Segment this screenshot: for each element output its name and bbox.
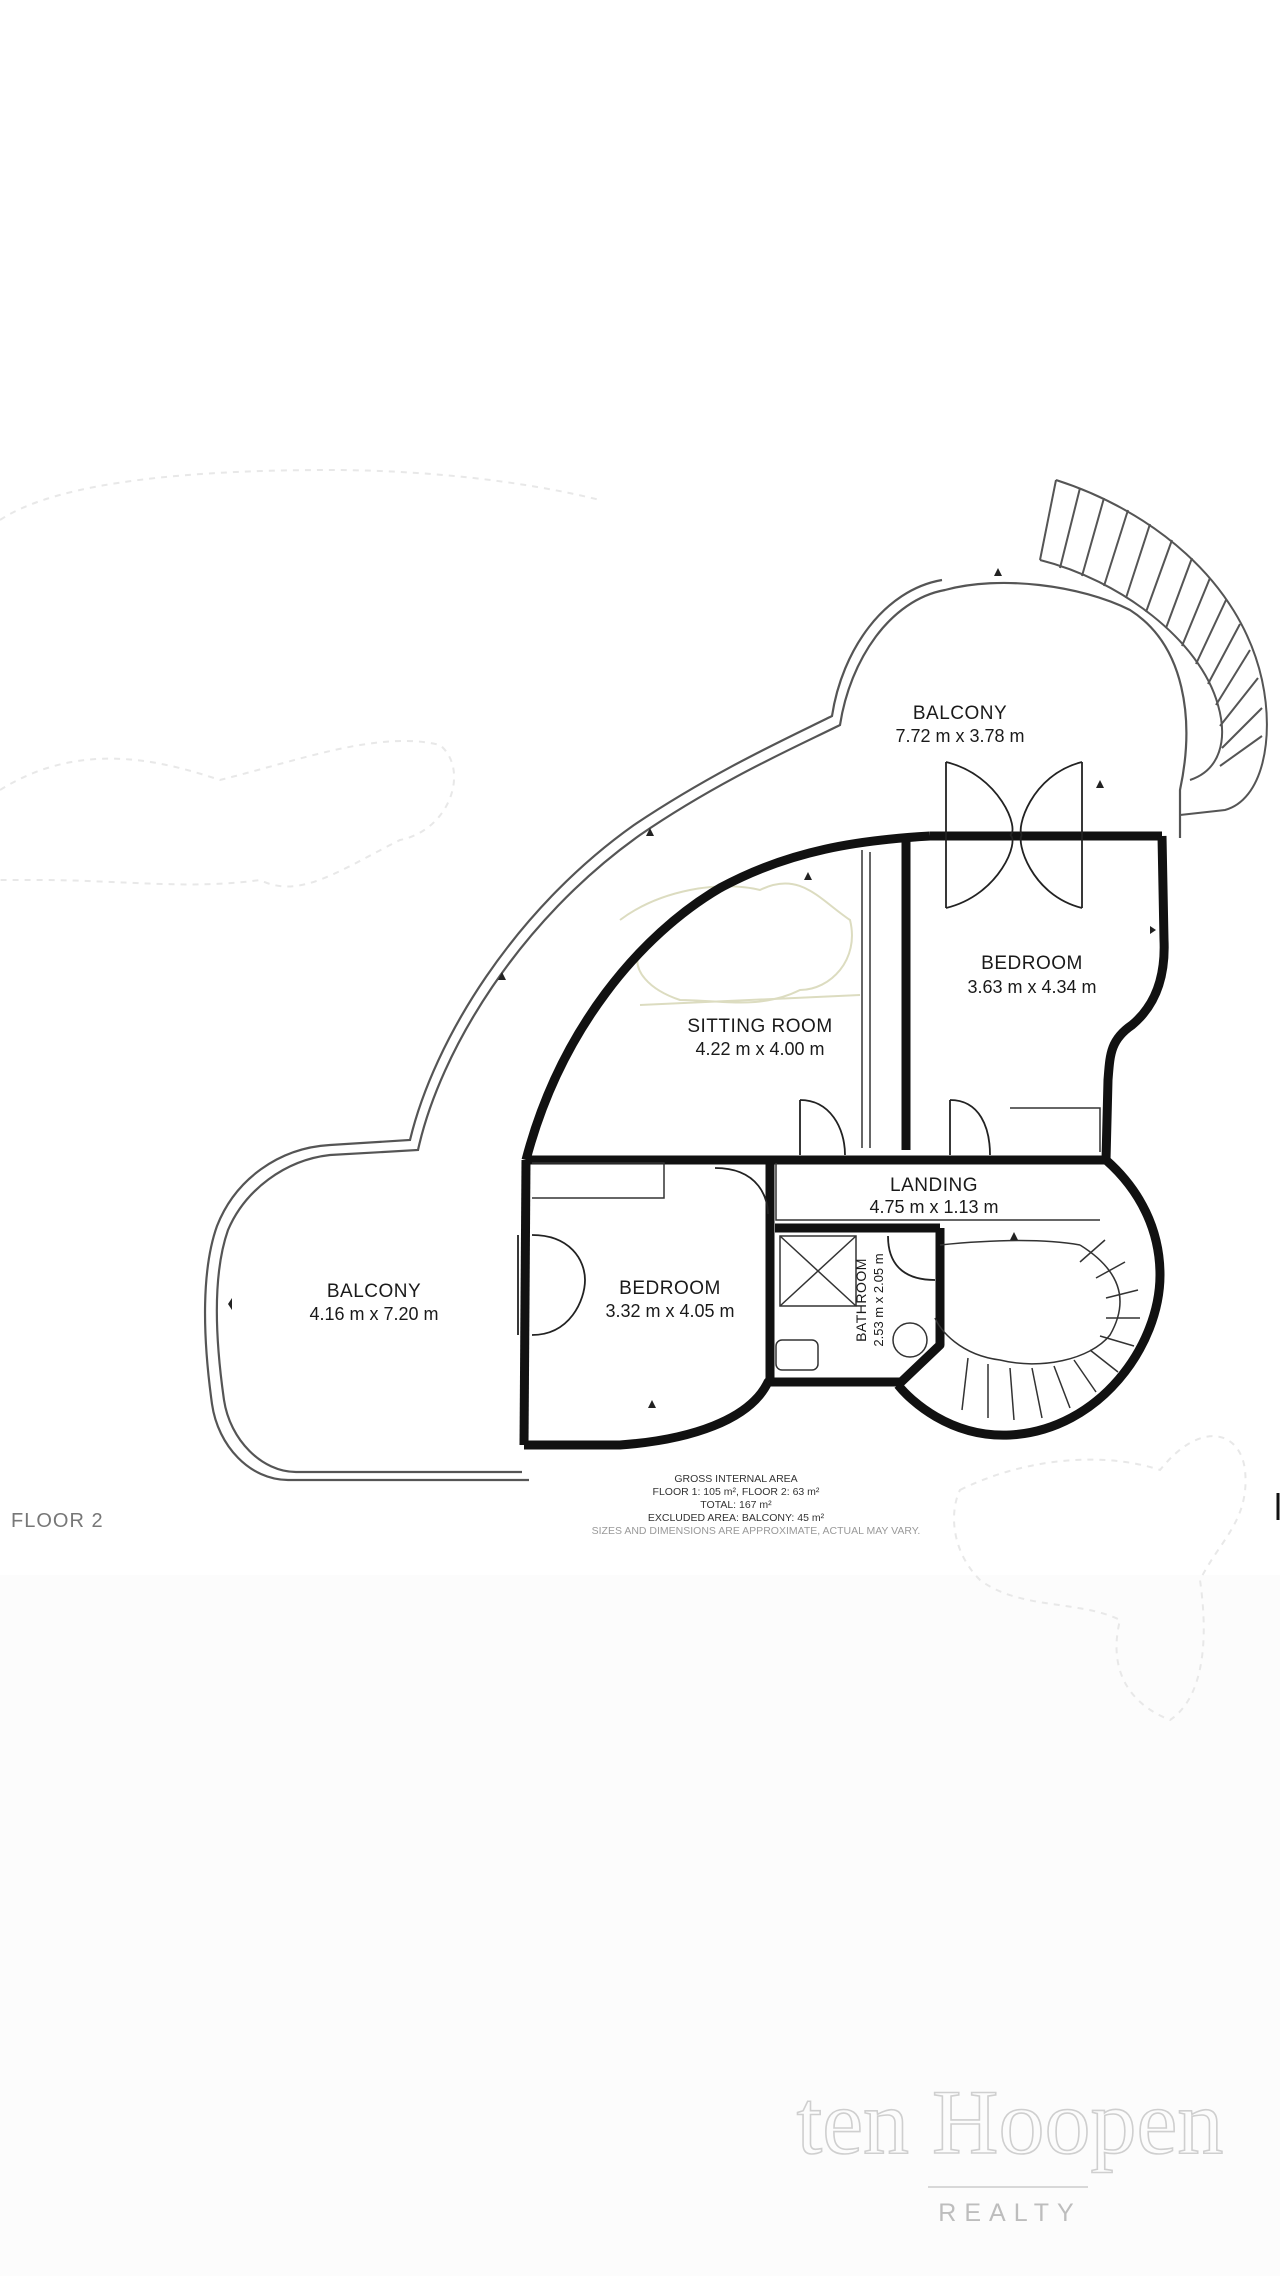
room-name: LANDING (890, 1175, 978, 1196)
room-name: BALCONY (327, 1281, 421, 1302)
room-bedroom-right: BEDROOM 3.63 m x 4.34 m (967, 953, 1096, 997)
logo-tagline: REALTY (938, 2199, 1081, 2227)
room-name: SITTING ROOM (687, 1016, 832, 1037)
room-balcony-left: BALCONY 4.16 m x 7.20 m (309, 1281, 438, 1324)
room-dimensions: 7.72 m x 3.78 m (895, 726, 1024, 746)
lower-background (0, 1575, 1280, 2276)
interior-walls (519, 831, 1169, 1450)
door-swings (517, 761, 1083, 1336)
background-cloud-shapes (0, 468, 1247, 1722)
area-heading: GROSS INTERNAL AREA (674, 1473, 797, 1485)
room-landing: LANDING 4.75 m x 1.13 m (869, 1175, 998, 1217)
room-dimensions: 2.53 m x 2.05 m (871, 1253, 886, 1346)
room-name: BALCONY (913, 703, 1007, 724)
floor-label: FLOOR 2 (11, 1510, 104, 1532)
area-notes: GROSS INTERNAL AREA FLOOR 1: 105 m², FLO… (592, 1473, 921, 1537)
area-floors: FLOOR 1: 105 m², FLOOR 2: 63 m² (653, 1486, 820, 1498)
area-total: TOTAL: 167 m² (700, 1499, 772, 1511)
room-bedroom-left: BEDROOM 3.32 m x 4.05 m (605, 1278, 734, 1321)
logo-name: ten Hoopen (797, 2071, 1224, 2173)
dimension-markers (228, 568, 1156, 1408)
company-logo: ten Hoopen REALTY (796, 2070, 1224, 2227)
room-name: BATHROOM (853, 1258, 869, 1342)
room-name: BEDROOM (619, 1278, 721, 1299)
area-disclaimer: SIZES AND DIMENSIONS ARE APPROXIMATE, AC… (592, 1525, 921, 1537)
interior-thin-lines (532, 850, 1140, 1421)
room-balcony-top: BALCONY 7.72 m x 3.78 m (895, 703, 1024, 746)
balcony-outline (203, 578, 1188, 1482)
area-excluded: EXCLUDED AREA: BALCONY: 45 m² (648, 1512, 825, 1524)
room-sitting-room: SITTING ROOM 4.22 m x 4.00 m (687, 1016, 832, 1059)
room-name: BEDROOM (981, 953, 1083, 974)
sitting-room-sketch (619, 882, 861, 1006)
room-dimensions: 3.63 m x 4.34 m (967, 977, 1096, 997)
spiral-staircase-top (1039, 479, 1268, 816)
room-dimensions: 3.32 m x 4.05 m (605, 1301, 734, 1321)
room-dimensions: 4.22 m x 4.00 m (695, 1039, 824, 1059)
room-dimensions: 4.16 m x 7.20 m (309, 1304, 438, 1324)
room-bathroom: BATHROOM 2.53 m x 2.05 m (853, 1253, 886, 1346)
room-dimensions: 4.75 m x 1.13 m (869, 1197, 998, 1217)
